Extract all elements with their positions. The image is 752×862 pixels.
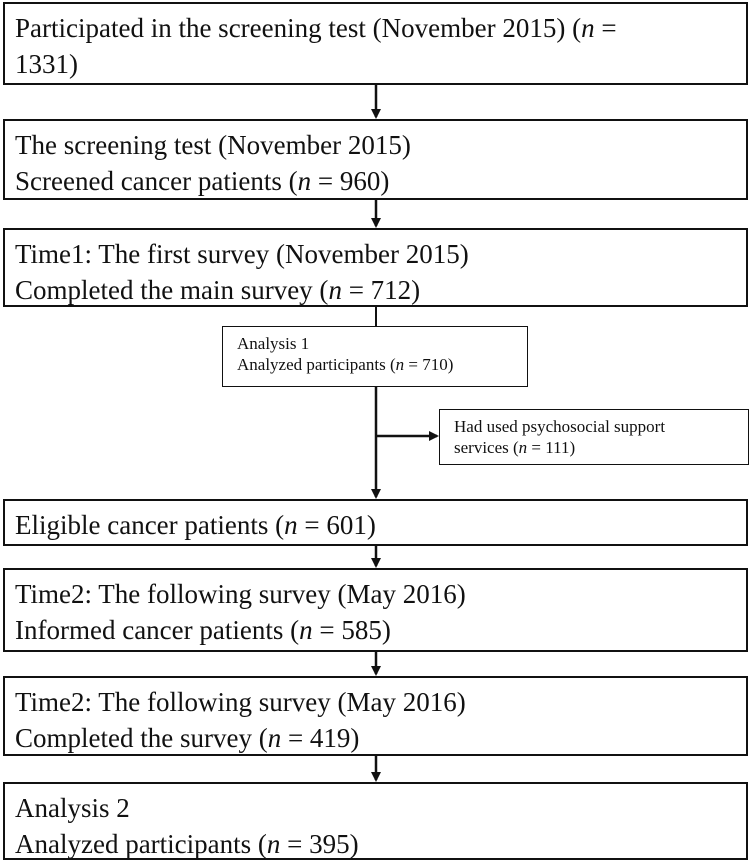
box-first-survey: Time1: The first survey (November 2015) … xyxy=(3,228,748,307)
box-line-2: Informed cancer patients (n = 585) xyxy=(15,612,736,648)
n-symbol: n xyxy=(284,510,298,540)
box-line-1: Had used psychosocial support xyxy=(454,417,666,436)
box-line-1: Eligible cancer patients (n = 601) xyxy=(15,507,736,543)
text-pre: Analyzed participants ( xyxy=(237,355,396,374)
box-line-2: Screened cancer patients (n = 960) xyxy=(15,163,736,199)
text-post: = 601) xyxy=(297,510,376,540)
box-eligible-patients: Eligible cancer patients (n = 601) xyxy=(3,499,748,546)
text-pre: Eligible cancer patients ( xyxy=(15,510,285,540)
text-post: = 712) xyxy=(341,275,421,305)
n-symbol: n xyxy=(266,829,281,859)
box-participated-screening: Participated in the screening test (Nove… xyxy=(3,2,748,85)
n-symbol: n xyxy=(395,355,405,374)
box-line-2: Completed the survey (n = 419) xyxy=(15,720,736,756)
n-symbol: n xyxy=(581,13,595,43)
box-line-1: Time1: The first survey (November 2015) xyxy=(15,239,469,269)
box-analysis-1: Analysis 1 Analyzed participants (n = 71… xyxy=(222,326,528,387)
n-symbol: n xyxy=(299,615,313,645)
box-line-1: Participated in the screening test (Nove… xyxy=(15,10,736,46)
text-pre: Informed cancer patients ( xyxy=(15,615,300,645)
n-symbol: n xyxy=(328,275,342,305)
box-excluded-support-users: Had used psychosocial support services (… xyxy=(439,409,749,465)
text-pre: services ( xyxy=(454,438,519,457)
box-time2-completed: Time2: The following survey (May 2016) C… xyxy=(3,676,748,756)
box-line-2: 1331) xyxy=(15,49,78,79)
box-line-1: Analysis 2 xyxy=(15,793,130,823)
n-symbol: n xyxy=(267,723,282,753)
text-pre: Completed the main survey ( xyxy=(15,275,329,305)
text-pre: Analyzed participants ( xyxy=(15,829,267,859)
box-line-2: Completed the main survey (n = 712) xyxy=(15,272,736,308)
text-post: = 111) xyxy=(527,438,576,457)
box-line-1: Analysis 1 xyxy=(237,334,310,353)
n-symbol: n xyxy=(518,438,528,457)
box-line-1: The screening test (November 2015) xyxy=(15,130,411,160)
box-analysis-2: Analysis 2 Analyzed participants (n = 39… xyxy=(3,782,748,860)
text-pre: Screened cancer patients ( xyxy=(15,166,298,196)
text-post: = 395) xyxy=(280,829,359,859)
text-pre: Participated in the screening test (Nove… xyxy=(15,13,582,43)
text-post: = 585) xyxy=(312,615,391,645)
text-post: = 710) xyxy=(404,355,454,374)
text-post: = 960) xyxy=(311,166,390,196)
box-line-1: Time2: The following survey (May 2016) xyxy=(15,687,466,717)
box-line-2: services (n = 111) xyxy=(454,437,736,458)
box-line-2: Analyzed participants (n = 395) xyxy=(15,826,736,862)
box-line-2: Analyzed participants (n = 710) xyxy=(237,354,515,375)
box-time2-informed: Time2: The following survey (May 2016) I… xyxy=(3,568,748,652)
text-post: = xyxy=(594,13,617,43)
n-symbol: n xyxy=(297,166,312,196)
box-screening-test: The screening test (November 2015) Scree… xyxy=(3,119,748,200)
text-post: = 419) xyxy=(281,723,360,753)
box-line-1: Time2: The following survey (May 2016) xyxy=(15,579,466,609)
text-pre: Completed the survey ( xyxy=(15,723,268,753)
